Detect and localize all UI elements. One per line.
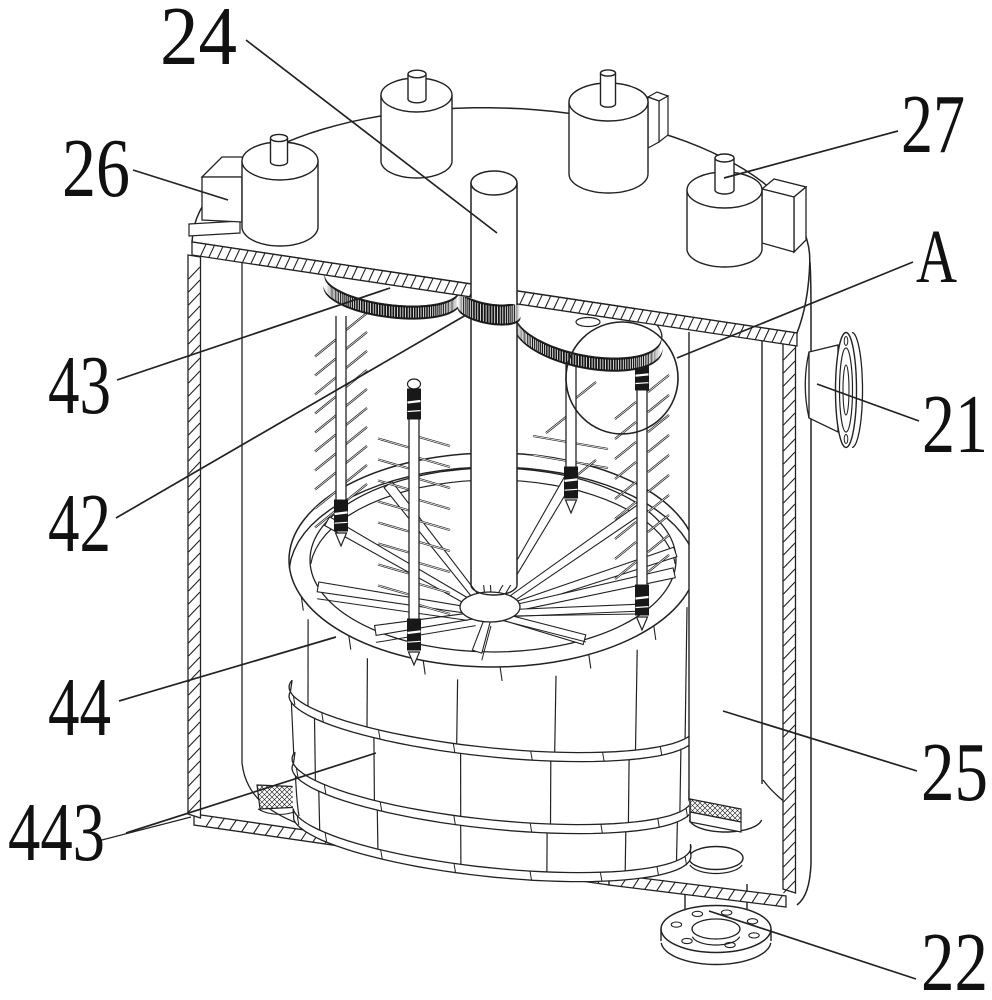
svg-text:27: 27 — [901, 78, 965, 171]
svg-text:21: 21 — [922, 378, 988, 471]
svg-text:A: A — [916, 215, 957, 299]
svg-text:22: 22 — [921, 916, 988, 1000]
svg-text:25: 25 — [921, 726, 988, 819]
svg-text:26: 26 — [62, 122, 130, 215]
svg-text:443: 443 — [8, 786, 105, 879]
svg-text:24: 24 — [160, 0, 237, 83]
svg-text:44: 44 — [48, 661, 111, 754]
svg-text:42: 42 — [48, 477, 111, 570]
svg-text:43: 43 — [48, 339, 111, 432]
